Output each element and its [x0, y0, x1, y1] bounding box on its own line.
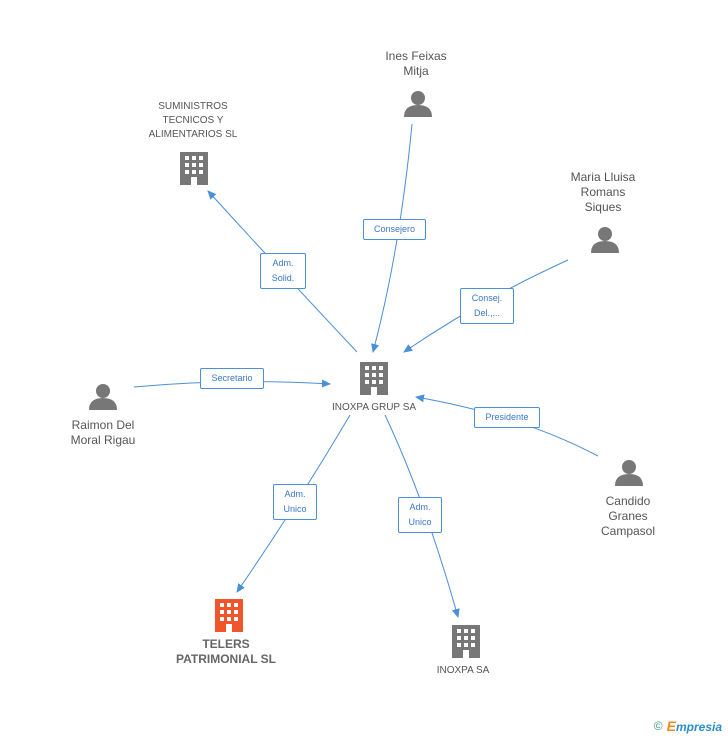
node-label-maria[interactable]: Maria Lluisa Romans Siques: [553, 170, 653, 215]
label-line: Candido: [605, 494, 651, 508]
relation-line: Secretario: [211, 373, 253, 383]
label-line: Romans: [580, 185, 626, 199]
copyright-symbol: ©: [653, 719, 663, 733]
label-line: Campasol: [600, 524, 656, 538]
relation-line: Unico: [408, 517, 432, 527]
relation-line: Adm.: [284, 489, 306, 499]
relation-consej-del[interactable]: Consej. Del.,...: [460, 288, 514, 324]
person-icon-raimon: [89, 384, 117, 410]
node-label-candido[interactable]: Candido Granes Campasol: [578, 494, 678, 539]
building-icon-inoxpa: [452, 625, 480, 658]
edge-ines: [371, 123, 413, 353]
label-line: ALIMENTARIOS SL: [148, 129, 238, 140]
node-label-inoxpa[interactable]: INOXPA SA: [413, 664, 513, 678]
building-icon-suministros: [180, 152, 208, 185]
relation-line: Del.,...: [473, 308, 500, 318]
node-label-ines[interactable]: Ines Feixas Mitja: [366, 49, 466, 79]
node-label-telers[interactable]: TELERS PATRIMONIAL SL: [166, 637, 286, 667]
building-icon-telers: [215, 599, 243, 632]
label-line: Moral Rigau: [70, 433, 136, 447]
label-line: Granes: [608, 509, 648, 523]
label-line: Raimon Del: [71, 418, 135, 432]
relation-consejero[interactable]: Consejero: [363, 219, 426, 240]
relation-line: Adm.: [272, 258, 294, 268]
label-line: Mitja: [403, 64, 429, 78]
brand-name: Empresia: [666, 718, 722, 734]
label-line: PATRIMONIAL SL: [176, 652, 276, 666]
relation-line: Unico: [283, 504, 307, 514]
relation-line: Adm.: [409, 502, 431, 512]
building-icon-inoxpa-grup: [360, 362, 388, 395]
label-line: Maria Lluisa: [570, 170, 636, 184]
relation-adm-solid[interactable]: Adm. Solid.: [260, 253, 306, 289]
label-line: TECNICOS Y: [162, 115, 224, 126]
empresia-logo[interactable]: © Empresia: [654, 718, 722, 734]
label-line: Siques: [584, 200, 622, 214]
person-icon-candido: [615, 460, 643, 486]
node-label-suministros[interactable]: SUMINISTROS TECNICOS Y ALIMENTARIOS SL: [133, 100, 253, 142]
label-line: INOXPA SA: [436, 665, 490, 676]
label-line: SUMINISTROS: [158, 101, 228, 112]
relation-secretario[interactable]: Secretario: [200, 368, 264, 389]
node-label-raimon[interactable]: Raimon Del Moral Rigau: [53, 418, 153, 448]
relation-line: Presidente: [485, 412, 529, 422]
relation-line: Consej.: [471, 293, 503, 303]
label-line: INOXPA GRUP SA: [331, 402, 417, 413]
relation-line: Consejero: [373, 224, 416, 234]
node-label-inoxpa-grup[interactable]: INOXPA GRUP SA: [314, 401, 434, 415]
person-icon-ines: [404, 91, 432, 117]
person-icon-maria: [591, 227, 619, 253]
relation-presidente[interactable]: Presidente: [474, 407, 540, 428]
label-line: Ines Feixas: [385, 49, 447, 63]
relation-adm-unico-left[interactable]: Adm. Unico: [273, 484, 317, 520]
relation-line: Solid.: [271, 273, 295, 283]
label-line: TELERS: [202, 637, 250, 651]
relation-adm-unico-right[interactable]: Adm. Unico: [398, 497, 442, 533]
